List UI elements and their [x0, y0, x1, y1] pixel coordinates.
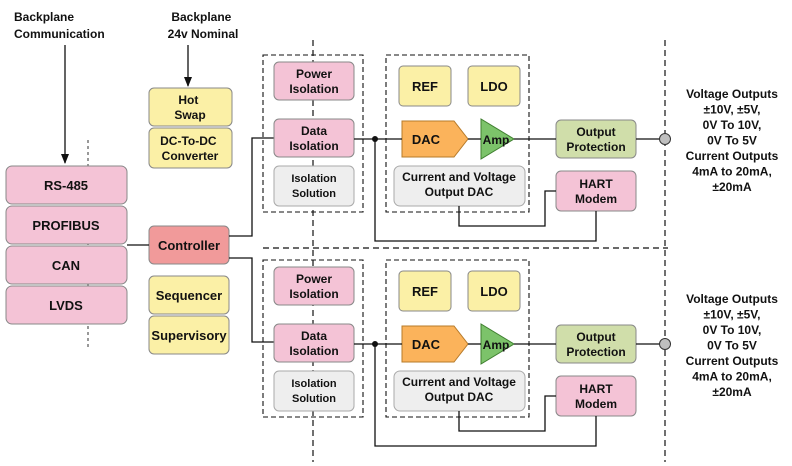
- svg-text:Amp: Amp: [483, 133, 510, 147]
- junction-dot: [372, 341, 378, 347]
- svg-text:PROFIBUS: PROFIBUS: [32, 218, 100, 233]
- amplifier-block: Amp: [480, 118, 515, 160]
- output-ranges-label: Voltage Outputs±10V, ±5V,0V To 10V,0V To…: [686, 87, 779, 194]
- profibus-block: PROFIBUS: [5, 205, 128, 245]
- sequencer-block: Sequencer: [148, 275, 230, 315]
- wire-hart-feedback: [458, 190, 556, 227]
- output-terminal: [659, 338, 671, 350]
- ref-block: REF: [398, 270, 452, 312]
- ldo-block: LDO: [467, 270, 521, 312]
- svg-text:Controller: Controller: [158, 238, 220, 253]
- backplane-24v-label: Backplane 24v Nominal: [168, 10, 239, 41]
- wire-hart-feedback: [458, 395, 556, 432]
- dac-block: DAC: [401, 325, 469, 363]
- dc-dc-converter-block: DC-To-DC Converter: [148, 127, 233, 169]
- svg-text:Amp: Amp: [483, 338, 510, 352]
- controller-to-channel-2-link: [229, 257, 274, 343]
- svg-text:REF: REF: [412, 284, 438, 299]
- svg-text:LVDS: LVDS: [49, 298, 83, 313]
- lvds-block: LVDS: [5, 285, 128, 325]
- ldo-block: LDO: [467, 65, 521, 107]
- amplifier-block: Amp: [480, 323, 515, 365]
- junction-dot: [372, 136, 378, 142]
- wire-hart-loop: [374, 344, 597, 447]
- wire-hart-loop: [374, 139, 597, 242]
- hot-swap-block: Hot Swap: [148, 87, 233, 127]
- dac-group-outline: [385, 54, 530, 213]
- svg-text:DC-To-DC Converter: DC-To-DC Converter: [160, 134, 220, 163]
- svg-text:CAN: CAN: [52, 258, 80, 273]
- svg-text:DAC: DAC: [412, 132, 441, 147]
- output-ranges-label: Voltage Outputs±10V, ±5V,0V To 10V,0V To…: [686, 292, 779, 399]
- svg-text:RS-485: RS-485: [44, 178, 88, 193]
- dac-block: DAC: [401, 120, 469, 158]
- rs485-block: RS-485: [5, 165, 128, 205]
- isolation-group-outline: [262, 259, 364, 418]
- svg-text:LDO: LDO: [480, 79, 507, 94]
- svg-text:REF: REF: [412, 79, 438, 94]
- backplane-communication-label: Backplane Communication: [14, 10, 105, 41]
- dac-group-outline: [385, 259, 530, 418]
- can-block: CAN: [5, 245, 128, 285]
- supervisory-block: Supervisory: [148, 315, 230, 355]
- svg-text:Sequencer: Sequencer: [156, 288, 222, 303]
- output-terminal: [659, 133, 671, 145]
- ref-block: REF: [398, 65, 452, 107]
- svg-text:DAC: DAC: [412, 337, 441, 352]
- controller-to-channel-1-link: [229, 137, 274, 237]
- controller-block: Controller: [148, 225, 230, 265]
- svg-text:Supervisory: Supervisory: [151, 328, 227, 343]
- svg-text:LDO: LDO: [480, 284, 507, 299]
- svg-text:Hot Swap: Hot Swap: [174, 93, 205, 122]
- isolation-group-outline: [262, 54, 364, 213]
